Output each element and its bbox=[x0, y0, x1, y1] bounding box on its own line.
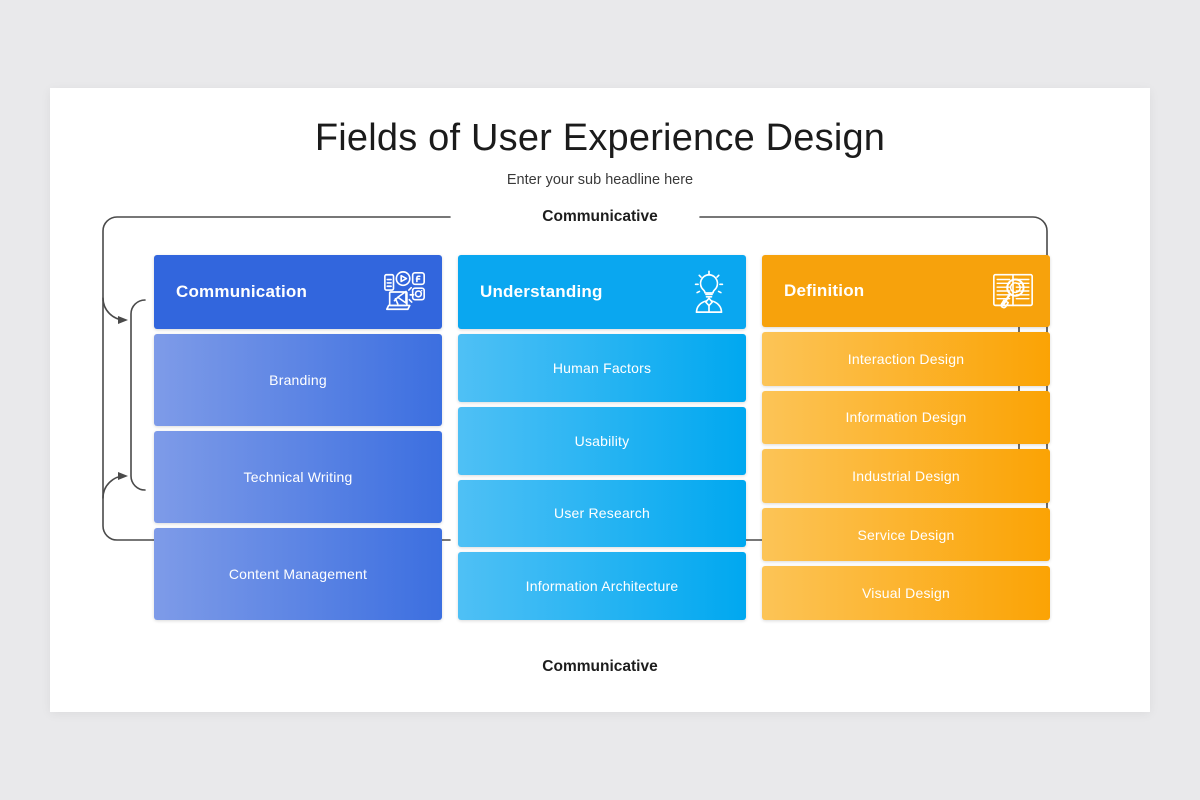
left-arrowhead-lower bbox=[118, 472, 128, 480]
tile-item[interactable]: Branding bbox=[154, 334, 442, 426]
tile-item[interactable]: Content Management bbox=[154, 528, 442, 620]
page-subtitle: Enter your sub headline here bbox=[506, 172, 694, 188]
tile-item[interactable]: Industrial Design bbox=[762, 449, 1050, 503]
lightbulb-person-icon bbox=[686, 269, 732, 315]
column-definition: Definition bbox=[762, 255, 1050, 620]
tile-item[interactable]: Human Factors bbox=[458, 334, 746, 402]
left-arrow-upper-curve bbox=[102, 297, 126, 321]
tile-item[interactable]: Information Design bbox=[762, 390, 1050, 445]
column-communication: Communication bbox=[154, 255, 442, 620]
book-magnifier-icon bbox=[990, 268, 1036, 314]
columns-container: Communication bbox=[154, 255, 1050, 620]
bracket-label-top: Communicative bbox=[530, 208, 670, 226]
tile-item[interactable]: User Research bbox=[458, 479, 746, 548]
inner-bracket-left bbox=[130, 299, 146, 491]
tile-item[interactable]: Service Design bbox=[762, 507, 1050, 562]
column-header-communication[interactable]: Communication bbox=[154, 255, 442, 329]
megaphone-social-icon bbox=[382, 269, 428, 315]
tile-item[interactable]: Information Architecture bbox=[458, 552, 746, 620]
bracket-label-bottom: Communicative bbox=[530, 658, 670, 676]
column-header-label: Communication bbox=[176, 282, 308, 301]
column-header-understanding[interactable]: Understanding bbox=[458, 255, 746, 329]
page-title: Fields of User Experience Design bbox=[314, 117, 886, 159]
left-arrowhead-upper bbox=[118, 316, 128, 324]
column-understanding: Understanding bbox=[458, 255, 746, 620]
column-header-label: Definition bbox=[784, 281, 865, 300]
tile-item[interactable]: Technical Writing bbox=[154, 431, 442, 523]
column-header-label: Understanding bbox=[480, 282, 603, 301]
slide-surface: Fields of User Experience Design Enter y… bbox=[50, 88, 1150, 712]
tile-item[interactable]: Interaction Design bbox=[762, 332, 1050, 386]
left-arrow-lower-curve bbox=[102, 475, 126, 499]
tile-item[interactable]: Usability bbox=[458, 406, 746, 475]
column-header-definition[interactable]: Definition bbox=[762, 255, 1050, 327]
tile-item[interactable]: Visual Design bbox=[762, 566, 1050, 620]
